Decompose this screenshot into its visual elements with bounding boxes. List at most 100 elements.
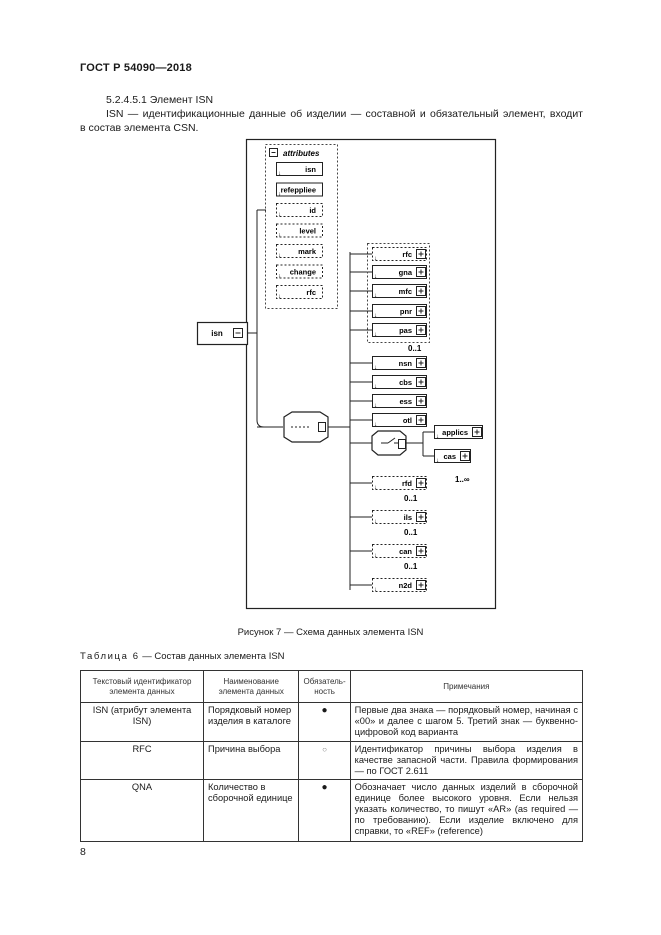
optional-element: ils↓0..1	[350, 510, 427, 537]
schema-element-box	[276, 264, 323, 279]
schema-element-label: can	[399, 547, 412, 556]
schema-element-label: isn	[305, 165, 316, 174]
attribute-item: level ↓	[276, 223, 323, 239]
section-heading: 5.2.4.5.1 Элемент ISN	[106, 94, 214, 106]
typed-marker: ↓	[278, 274, 281, 280]
schema-element-label: ess	[399, 397, 412, 406]
schema-element-label: refeppliee	[281, 186, 316, 195]
schema-element-box	[276, 162, 323, 176]
cell-name: Количество в сборочной единице	[203, 779, 300, 842]
table-row: ISN (атрибут элемента ISN) Порядковый но…	[79, 702, 584, 742]
cell-identifier: QNA	[79, 779, 205, 842]
diagram-frame	[245, 138, 497, 610]
schema-element-label: change	[290, 268, 316, 277]
optional-element: rfd ↓ 0..1	[350, 476, 427, 503]
schema-element-label: mark	[298, 247, 317, 256]
typed-marker: ↓	[278, 192, 281, 198]
typed-marker: ↓	[374, 256, 377, 262]
typed-marker: ↓	[374, 485, 377, 491]
schema-element-box	[372, 476, 427, 490]
typed-marker: ↓	[278, 294, 281, 300]
schema-element-box	[372, 284, 427, 298]
cell-required: ○	[298, 741, 351, 780]
cell-name: Порядковый номер изделия в каталоге	[203, 702, 300, 742]
schema-element-box	[372, 356, 427, 370]
typed-marker: ↓	[374, 403, 377, 409]
data-table: Текстовый идентификатор элемента данных …	[79, 670, 584, 842]
schema-element-label: otl	[403, 416, 412, 425]
occurrence-label: 0..1	[404, 528, 418, 537]
typed-marker: ↓	[374, 274, 377, 280]
schema-element-label: nsn	[399, 359, 413, 368]
sequence-element: gna ↓	[350, 265, 427, 280]
optional-element: n2d↓	[350, 578, 427, 593]
typed-marker: ↓	[278, 233, 281, 239]
schema-element-label: rfc	[402, 250, 412, 259]
schema-element-box	[276, 285, 323, 299]
occurrence-label: 0..1	[408, 344, 422, 353]
schema-element-box	[372, 247, 427, 261]
schema-element-box	[276, 182, 323, 197]
schema-element-box	[372, 375, 427, 389]
schema-element-label: mfc	[399, 287, 412, 296]
typed-marker: ↓	[374, 384, 377, 390]
column-header: Текстовый идентификатор элемента данных	[79, 670, 205, 703]
attributes-title: attributes	[283, 149, 320, 158]
cell-name: Причина выбора	[203, 741, 300, 780]
root-element-label: isn	[211, 329, 223, 338]
schema-element-box	[276, 244, 323, 258]
cell-notes: Обозначает число данных изделий в сбороч…	[349, 779, 584, 842]
schema-element-label: applics	[442, 428, 468, 437]
page-number: 8	[80, 846, 86, 858]
schema-element-box	[372, 394, 427, 408]
schema-element-box	[276, 223, 323, 238]
typed-marker: ↓	[374, 422, 377, 428]
schema-element-box	[372, 544, 427, 558]
schema-element-label: rfd	[402, 479, 412, 488]
section-paragraph: ISN — идентификационные данные об издели…	[80, 107, 583, 135]
table-title-spaced: Таблица 6	[80, 651, 140, 662]
attribute-item: rfc↓	[276, 285, 323, 300]
schema-element-label: gna	[399, 268, 413, 277]
typed-marker: ↓	[374, 553, 377, 559]
choice-element: cas↓	[434, 449, 471, 464]
typed-marker: ↓	[278, 212, 281, 218]
cell-notes: Идентификатор причины выбора изделия в к…	[349, 741, 584, 780]
schema-element-label: n2d	[399, 581, 413, 590]
attribute-item: id ↓	[276, 203, 323, 218]
typed-marker: ↓	[374, 293, 377, 299]
cell-notes: Первые два знака — порядковый номер, нач…	[349, 702, 584, 742]
typed-marker: ↓	[374, 313, 377, 319]
sequence-element: mfc ↓	[350, 284, 427, 299]
sequence-element: rfc ↓	[350, 247, 427, 262]
sequence-element: ess ↓	[350, 394, 427, 409]
schema-element-box	[372, 510, 427, 524]
typed-marker: ↓	[278, 253, 281, 259]
document-code: ГОСТ Р 54090—2018	[80, 62, 192, 74]
sequence-element: pnr ↓	[350, 304, 427, 319]
schema-element-box	[372, 304, 427, 318]
column-header: Наименование элемента данных	[203, 670, 300, 703]
schema-element-label: id	[309, 206, 316, 215]
schema-element-box	[372, 265, 427, 279]
sequence-element: cbs ↓	[350, 375, 427, 390]
cell-required: ●	[298, 702, 351, 742]
attribute-item: change ↓	[276, 264, 323, 280]
schema-element-label: cbs	[399, 378, 412, 387]
schema-element-label: level	[299, 227, 316, 236]
typed-marker: ↓	[374, 365, 377, 371]
occurrence-label: 0..1	[404, 562, 418, 571]
sequence-compositor-icon	[283, 411, 329, 443]
occurrence-label: 0..1	[404, 494, 418, 503]
paragraph-line-1: ISN — идентификационные данные об издели…	[106, 108, 583, 120]
table-row: QNA Количество в сборочной единице ● Обо…	[79, 779, 584, 842]
column-header: Примечания	[349, 670, 584, 703]
sequence-element: pas↓	[350, 323, 427, 338]
schema-element-label: pnr	[400, 307, 412, 316]
cell-identifier: ISN (атрибут элемента ISN)	[79, 702, 205, 742]
optional-group-box	[367, 243, 430, 343]
typed-marker: ↓	[436, 458, 439, 464]
table-header-row: Текстовый идентификатор элемента данных …	[79, 670, 584, 703]
choice-compositor-icon	[371, 430, 407, 456]
